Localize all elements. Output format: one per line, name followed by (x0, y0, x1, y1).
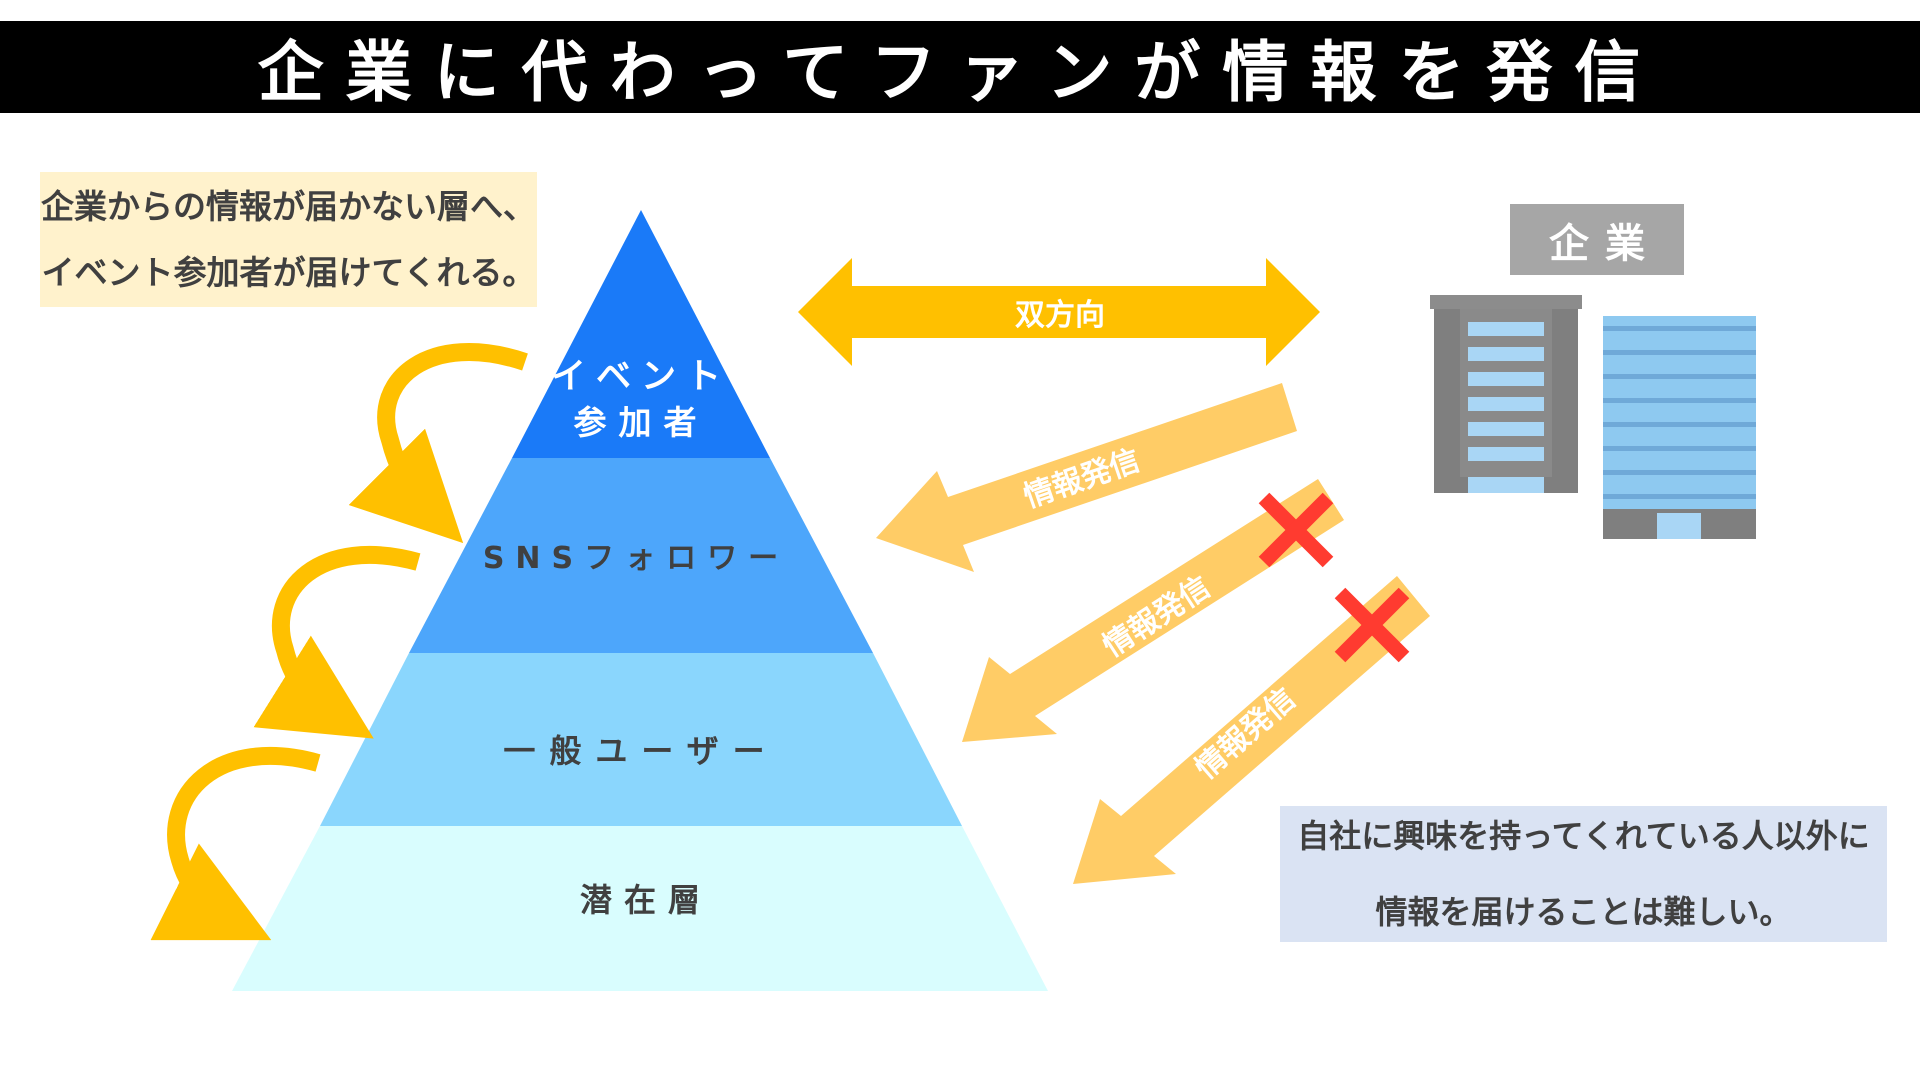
curved-arrow-1 (348, 343, 528, 544)
tier-general-users (320, 653, 962, 826)
page-title: 企業に代わってファンが情報を発信 (257, 34, 1663, 111)
tier-label-event-2: 参加者 (574, 403, 709, 442)
tier-label-sns: SNSフォロワー (483, 541, 789, 576)
cross-icon (1334, 587, 1410, 663)
note-right-line2: 情報を届けることは難しい。 (1375, 893, 1792, 931)
note-left-line1: 企業からの情報が届かない層へ、 (41, 186, 536, 226)
building-icon (1603, 316, 1756, 539)
tier-sns-followers (409, 458, 873, 653)
curved-arrow-2 (253, 545, 421, 739)
tier-label-general: 一般ユーザー (503, 732, 778, 770)
cross-icon (1258, 492, 1334, 568)
note-left: 企業からの情報が届かない層へ、 イベント参加者が届けてくれる。 (40, 172, 537, 307)
note-right: 自社に興味を持ってくれている人以外に 情報を届けることは難しい。 (1280, 806, 1887, 942)
note-left-line2: イベント参加者が届けてくれる。 (41, 252, 536, 292)
tier-label-event-1: イベント (551, 357, 731, 397)
tier-event-participants (512, 210, 770, 458)
building-icon (1430, 295, 1582, 493)
company-label: 企業 (1510, 204, 1684, 275)
bidirectional-label: 双方向 (1015, 298, 1105, 333)
note-right-line1: 自社に興味を持ってくれている人以外に (1297, 817, 1870, 855)
tier-latent (232, 826, 1048, 991)
bidirectional-arrow (798, 258, 1320, 366)
tier-label-latent: 潜在層 (580, 881, 712, 919)
title-bar: 企業に代わってファンが情報を発信 (0, 21, 1920, 113)
curved-arrow-3 (150, 746, 321, 941)
